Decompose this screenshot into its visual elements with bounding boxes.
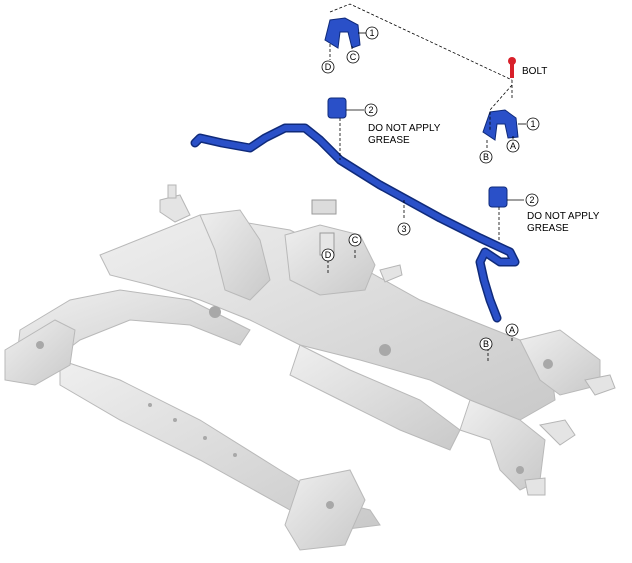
grease-note-2-line1: DO NOT APPLY — [527, 211, 600, 222]
bolt-icon — [508, 57, 516, 78]
marker-b-lower — [479, 337, 493, 351]
marker-a-lower-text: A — [509, 325, 515, 335]
callout-leaders — [346, 32, 526, 201]
marker-c-lower-text: C — [352, 235, 359, 245]
callout-3 — [397, 222, 411, 236]
callout-2-right — [525, 193, 539, 207]
callout-1-right — [526, 117, 540, 131]
callout-2-upper-text: 2 — [368, 105, 373, 115]
frame-linkages — [159, 184, 616, 496]
leader-lines — [327, 3, 514, 362]
marker-d-lower — [321, 248, 335, 262]
marker-c-lower — [348, 233, 362, 247]
front-crossmember — [4, 209, 601, 551]
grease-note-1-line1: DO NOT APPLY — [368, 123, 441, 134]
marker-c-upper — [346, 50, 360, 64]
marker-a-upper — [506, 139, 520, 153]
grease-note-2-line2: GREASE — [527, 223, 569, 234]
callout-2-upper — [364, 103, 378, 117]
bushing-2-upper — [327, 97, 347, 119]
callout-1-right-text: 1 — [530, 119, 535, 129]
marker-c-upper-text: C — [350, 52, 357, 62]
marker-b-upper — [479, 150, 493, 164]
callout-1-upper — [365, 26, 379, 40]
marker-d-upper-text: D — [325, 62, 332, 72]
marker-a-upper-text: A — [510, 141, 516, 151]
frame-details — [36, 306, 553, 509]
clamp-1-right — [482, 109, 519, 141]
marker-b-upper-text: B — [483, 152, 489, 162]
grease-note-1-line2: GREASE — [368, 135, 410, 146]
callout-1-upper-text: 1 — [369, 28, 374, 38]
marker-b-lower-text: B — [483, 339, 489, 349]
callout-2-right-text: 2 — [529, 195, 534, 205]
clamp-1-upper — [324, 17, 361, 49]
bushing-2-right — [488, 186, 508, 208]
marker-d-lower-text: D — [325, 250, 332, 260]
marker-d-upper — [321, 60, 335, 74]
bolt-label: BOLT — [522, 66, 547, 77]
bushing-on-bar-left — [311, 199, 337, 256]
stabilizer-bar — [190, 123, 520, 323]
marker-a-lower — [505, 323, 519, 337]
callout-3-text: 3 — [401, 224, 406, 234]
